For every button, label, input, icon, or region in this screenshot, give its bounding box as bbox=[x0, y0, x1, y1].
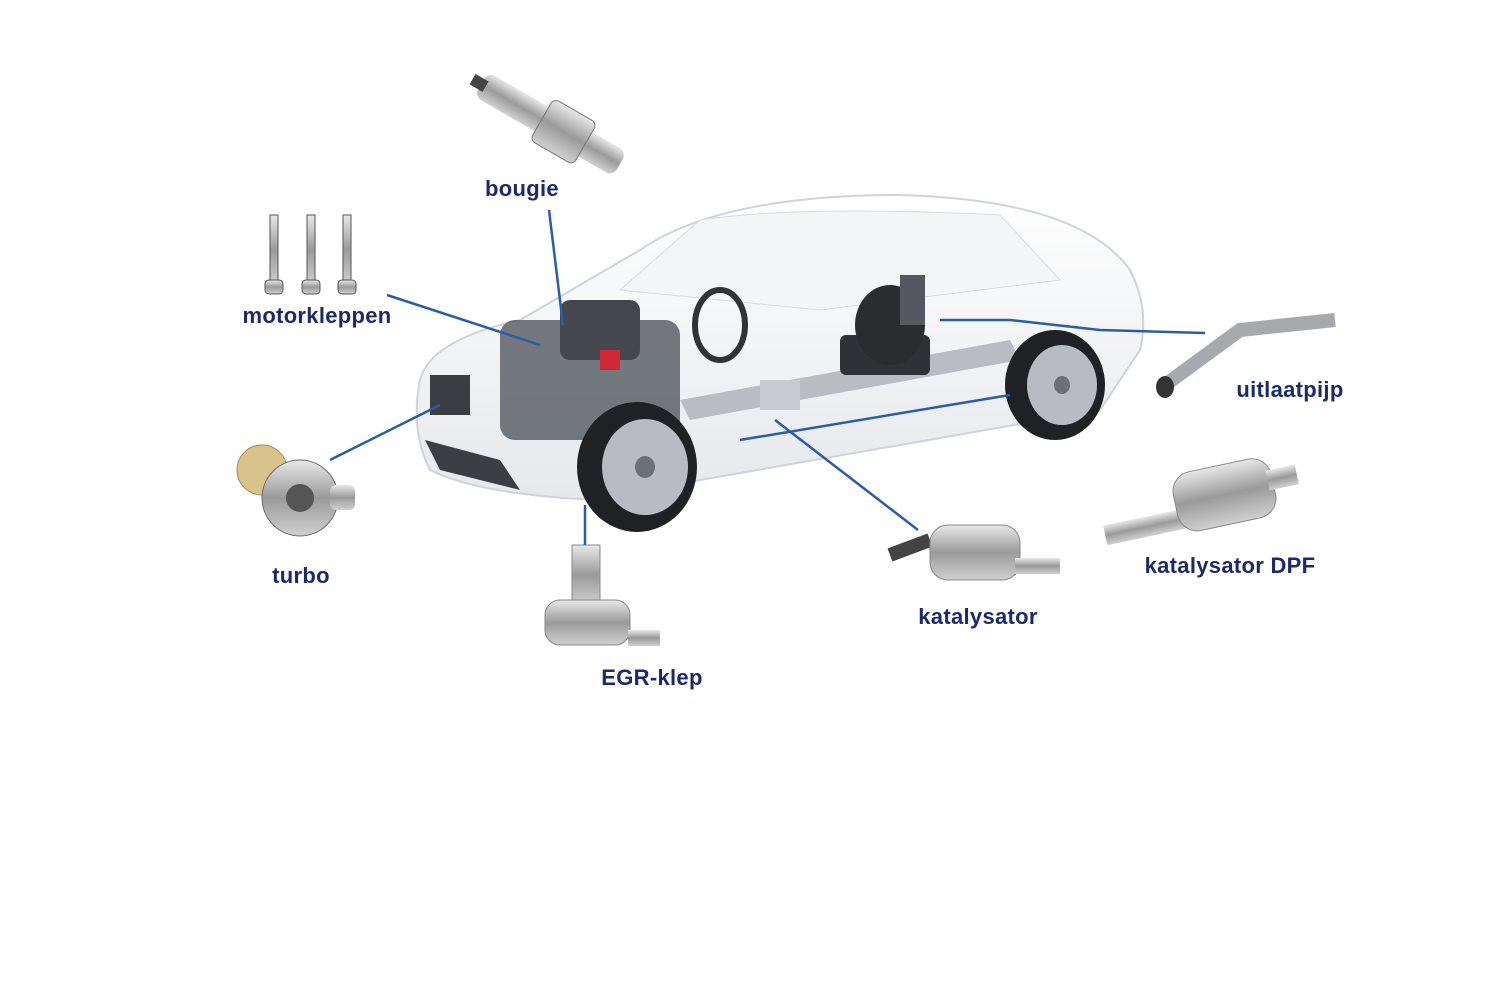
car-illustration bbox=[415, 193, 1145, 532]
label-katalysator: katalysator bbox=[918, 604, 1038, 629]
spark-plug-image bbox=[469, 73, 624, 174]
label-uitlaatpijp: uitlaatpijp bbox=[1236, 377, 1344, 402]
leader-motorkleppen bbox=[386, 293, 541, 347]
label-bougie: bougie bbox=[485, 176, 559, 201]
turbo-image bbox=[236, 444, 355, 537]
leader-lines bbox=[329, 209, 1206, 545]
leader-katalysator bbox=[774, 419, 919, 531]
egr-valve-image bbox=[544, 544, 660, 646]
leader-bougie bbox=[547, 209, 565, 326]
dpf-image bbox=[1103, 458, 1299, 546]
catalytic-converter-image bbox=[887, 524, 1060, 581]
leader-turbo bbox=[329, 403, 441, 462]
label-motorkleppen: motorkleppen bbox=[242, 303, 392, 328]
label-katalysator-dpf: katalysator DPF bbox=[1144, 553, 1316, 578]
leader-uitlaatpijp bbox=[940, 318, 1206, 335]
label-egr-klep: EGR-klep bbox=[601, 665, 703, 690]
exhaust-pipe-image bbox=[1156, 313, 1336, 398]
label-turbo: turbo bbox=[272, 563, 330, 588]
engine-valves-image bbox=[264, 214, 357, 295]
leader-dpf bbox=[739, 393, 1011, 442]
